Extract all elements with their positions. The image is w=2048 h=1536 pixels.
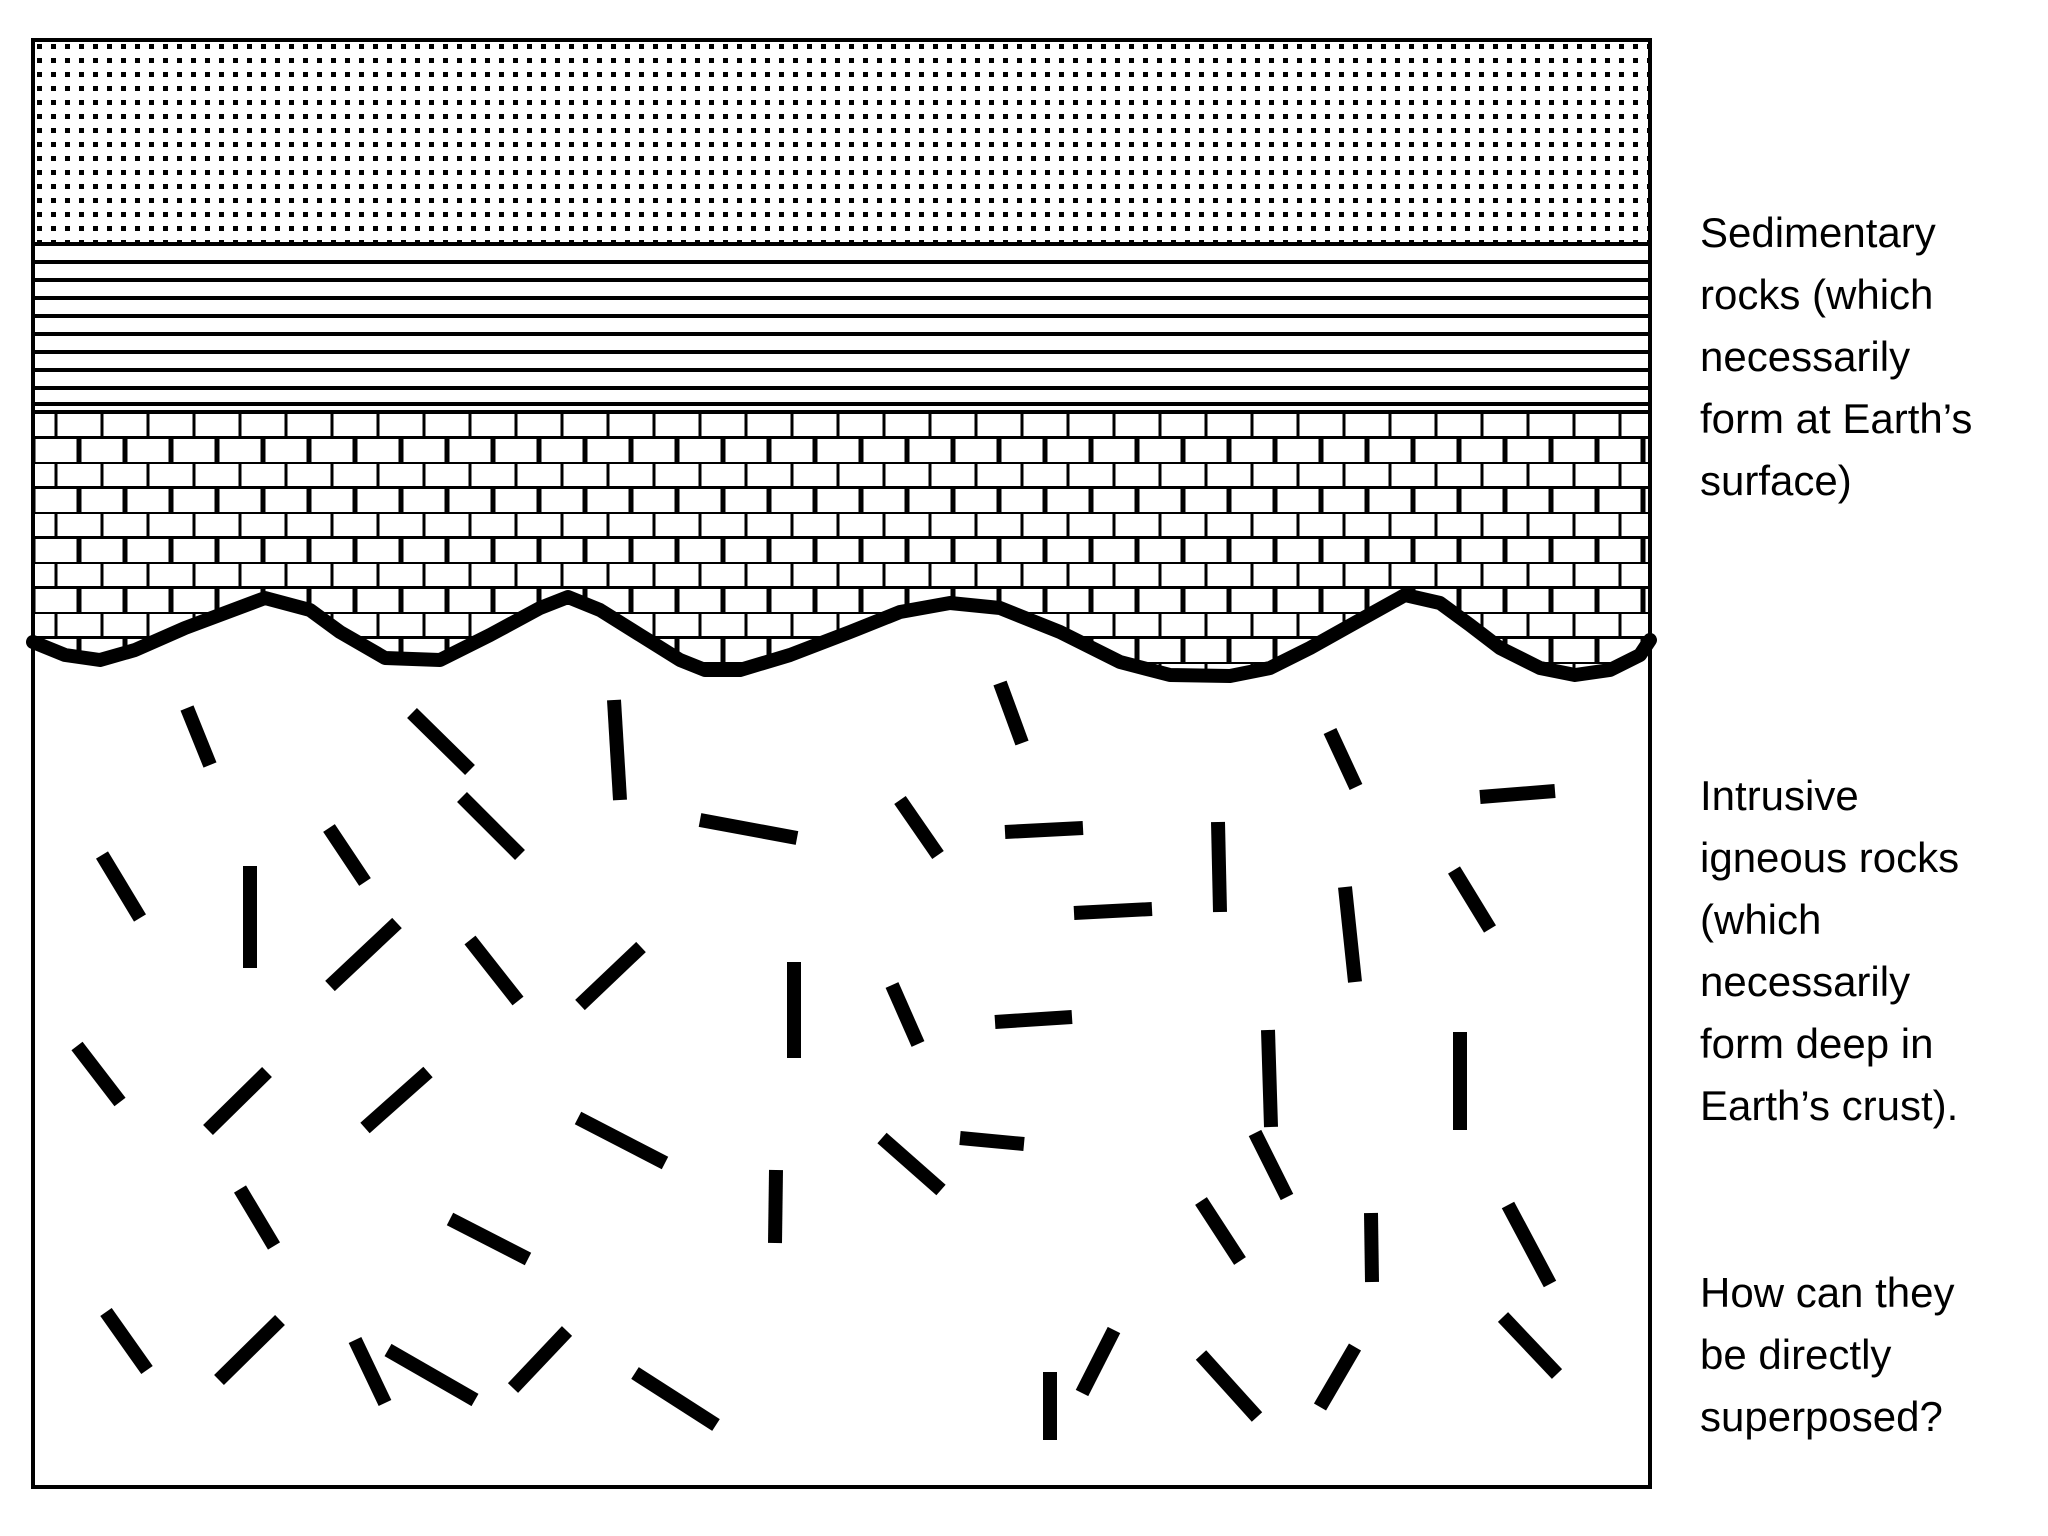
igneous-crystal xyxy=(1195,1197,1246,1265)
igneous-crystal xyxy=(457,792,525,860)
superposition-question: How can they be directly superposed? xyxy=(1700,1262,1954,1448)
igneous-label-line: (which xyxy=(1700,896,1822,943)
question-line: be directly xyxy=(1700,1331,1892,1378)
igneous-crystal xyxy=(384,1343,479,1407)
igneous-crystal xyxy=(348,1336,392,1407)
igneous-crystal xyxy=(1073,902,1153,920)
igneous-crystals xyxy=(71,680,1563,1440)
igneous-crystal xyxy=(1248,1129,1294,1201)
igneous-label-line: igneous rocks xyxy=(1700,834,1960,881)
sedimentary-label-line: rocks (which xyxy=(1700,271,1934,318)
igneous-crystal xyxy=(1497,1312,1563,1379)
igneous-crystal xyxy=(1448,866,1496,933)
igneous-crystal xyxy=(993,680,1029,746)
igneous-crystal xyxy=(100,1307,153,1375)
sedimentary-label-line: form at Earth’s xyxy=(1700,395,1973,442)
igneous-crystal xyxy=(1479,784,1556,804)
igneous-crystal xyxy=(877,1132,946,1196)
igneous-crystal xyxy=(894,796,944,859)
igneous-crystal xyxy=(1501,1201,1557,1288)
igneous-crystal xyxy=(1313,1343,1362,1411)
igneous-crystal xyxy=(214,1315,285,1385)
igneous-crystal xyxy=(698,813,799,845)
igneous-crystal xyxy=(203,1067,272,1135)
igneous-rocks-label: Intrusive igneous rocks (which necessari… xyxy=(1700,765,1959,1137)
igneous-crystal xyxy=(575,941,646,1011)
igneous-crystal xyxy=(464,935,524,1006)
igneous-crystal xyxy=(959,1131,1025,1151)
igneous-crystal xyxy=(1364,1212,1379,1283)
dotted-sandstone-layer xyxy=(33,40,1650,242)
igneous-crystal xyxy=(407,708,475,775)
igneous-label-line: form deep in xyxy=(1700,1020,1934,1067)
igneous-crystal xyxy=(1261,1029,1278,1128)
igneous-crystal xyxy=(71,1041,126,1107)
igneous-crystal xyxy=(446,1212,532,1266)
unconformity-line xyxy=(26,588,1657,683)
igneous-crystal xyxy=(631,1367,720,1431)
igneous-crystal xyxy=(574,1111,669,1170)
igneous-crystal xyxy=(360,1066,433,1134)
igneous-crystal xyxy=(1004,821,1084,839)
igneous-crystal xyxy=(323,824,371,886)
question-line: superposed? xyxy=(1700,1393,1943,1440)
igneous-crystal xyxy=(994,1010,1073,1029)
igneous-label-line: Intrusive xyxy=(1700,772,1859,819)
igneous-crystal xyxy=(180,705,217,768)
igneous-label-line: Earth’s crust). xyxy=(1700,1082,1959,1129)
sedimentary-label-line: necessarily xyxy=(1700,333,1911,380)
igneous-crystal xyxy=(1211,821,1227,913)
igneous-crystal xyxy=(1195,1350,1263,1422)
igneous-crystal xyxy=(607,699,627,801)
igneous-crystal xyxy=(325,917,402,992)
igneous-crystal xyxy=(233,1185,281,1250)
igneous-crystal xyxy=(507,1326,573,1393)
igneous-crystal xyxy=(768,1169,783,1244)
igneous-crystal xyxy=(885,982,925,1047)
igneous-crystal xyxy=(1075,1326,1121,1397)
horizontal-lined-shale-layer xyxy=(33,242,1650,414)
sedimentary-label-line: Sedimentary xyxy=(1700,209,1936,256)
intrusive-igneous-layer xyxy=(33,595,1650,1487)
question-line: How can they xyxy=(1700,1269,1955,1316)
igneous-label-line: necessarily xyxy=(1700,958,1911,1005)
igneous-crystal xyxy=(1338,886,1362,983)
cross-section-frame xyxy=(31,38,1652,1489)
igneous-crystal xyxy=(1323,728,1363,790)
igneous-crystal xyxy=(96,851,146,922)
sedimentary-label-line: surface) xyxy=(1700,457,1852,504)
sedimentary-rocks-label: Sedimentary rocks (which necessarily for… xyxy=(1700,202,1972,512)
